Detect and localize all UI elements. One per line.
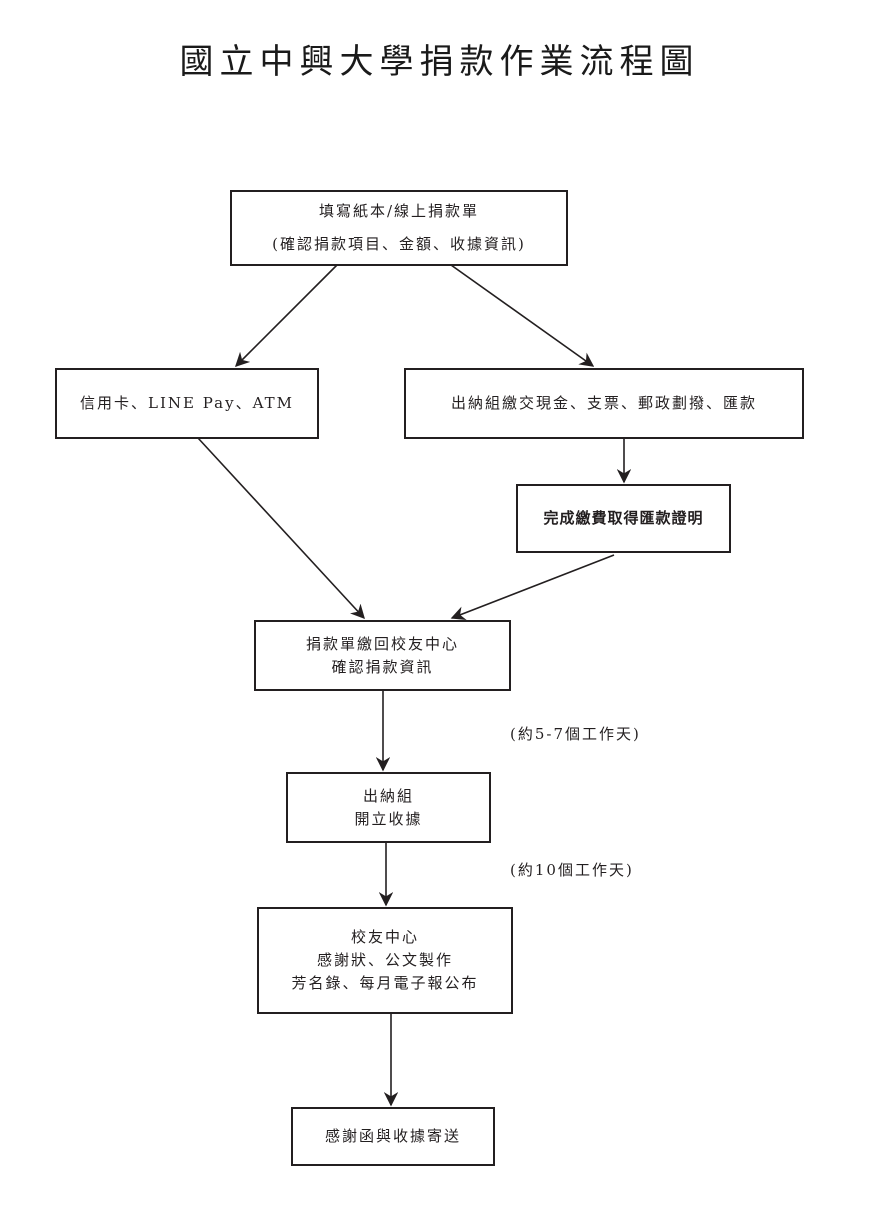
edge-proof-to-return-form <box>450 554 615 621</box>
node-receipt: 出納組 開立收據 <box>286 772 491 843</box>
node-return-form: 捐款單繳回校友中心 確認捐款資訊 <box>254 620 511 691</box>
duration-note-2: (約10個工作天) <box>510 861 634 879</box>
duration-note-1: (約5-7個工作天) <box>510 725 641 743</box>
node-proof-line-1: 完成繳費取得匯款證明 <box>543 509 704 527</box>
edge-online-pay-to-return-form <box>197 437 365 620</box>
edge-fill-form-to-online-pay <box>234 264 338 368</box>
node-fill-form: 填寫紙本/線上捐款單 (確認捐款項目、金額、收據資訊) <box>230 190 568 266</box>
node-receipt-line-1: 出納組 <box>362 786 414 805</box>
node-alumni-center-line-2: 感謝狀、公文製作 <box>316 951 453 969</box>
node-alumni-center: 校友中心 感謝狀、公文製作 芳名錄、每月電子報公布 <box>257 907 513 1014</box>
node-mail: 感謝函與收據寄送 <box>291 1107 495 1166</box>
node-proof: 完成繳費取得匯款證明 <box>516 484 731 553</box>
node-return-form-line-1: 捐款單繳回校友中心 <box>305 634 459 653</box>
node-mail-line-1: 感謝函與收據寄送 <box>324 1127 461 1145</box>
edge-fill-form-to-cashier-pay <box>450 264 595 367</box>
node-receipt-line-2: 開立收據 <box>354 809 423 828</box>
node-alumni-center-line-3: 芳名錄、每月電子報公布 <box>291 974 479 992</box>
node-fill-form-line-2: (確認捐款項目、金額、收據資訊) <box>272 235 526 253</box>
node-cashier-pay-line-1: 出納組繳交現金、支票、郵政劃撥、匯款 <box>450 394 757 412</box>
node-cashier-pay: 出納組繳交現金、支票、郵政劃撥、匯款 <box>404 368 804 439</box>
node-alumni-center-line-1: 校友中心 <box>350 928 419 946</box>
node-return-form-line-2: 確認捐款資訊 <box>331 657 434 676</box>
node-online-pay: 信用卡、LINE Pay、ATM <box>55 368 319 439</box>
node-online-pay-line-1: 信用卡、LINE Pay、ATM <box>80 394 294 412</box>
node-fill-form-line-1: 填寫紙本/線上捐款單 <box>318 202 480 220</box>
diagram-title: 國立中興大學捐款作業流程圖 <box>179 42 700 82</box>
